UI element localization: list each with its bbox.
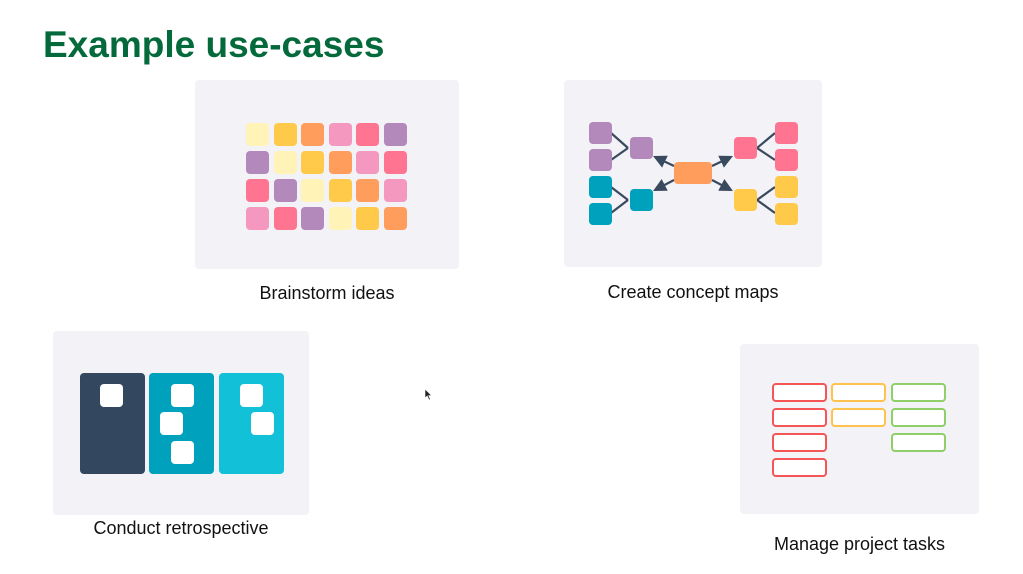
- retro-note: [160, 412, 183, 435]
- sticky-note: [301, 207, 324, 230]
- sticky-note: [301, 151, 324, 174]
- concept-node: [775, 176, 798, 198]
- slide-title: Example use-cases: [43, 24, 385, 65]
- concept-node: [589, 122, 612, 144]
- task-card: [772, 433, 827, 452]
- task-card: [772, 383, 827, 402]
- sticky-note: [328, 207, 352, 230]
- retro-note: [240, 384, 263, 407]
- connector-line: [756, 132, 776, 149]
- connector-line: [610, 132, 629, 149]
- connector-line: [610, 147, 629, 161]
- arrow-connector: [711, 155, 733, 168]
- brainstorm-card: [195, 80, 459, 269]
- task-card: [891, 383, 946, 402]
- concept-node: [630, 137, 653, 159]
- task-card: [831, 383, 886, 402]
- concept-node: [734, 189, 757, 211]
- sticky-note: [246, 123, 269, 146]
- sticky-note: [356, 207, 379, 230]
- sticky-note: [383, 179, 407, 202]
- concept-node: [775, 203, 798, 225]
- sticky-note: [328, 123, 352, 146]
- concept-node: [775, 122, 798, 144]
- connector-line: [610, 199, 629, 214]
- sticky-note: [383, 207, 407, 230]
- concept-node: [589, 203, 612, 225]
- sticky-note: [301, 179, 324, 202]
- concept-node: [734, 137, 757, 159]
- connector-line: [610, 186, 629, 201]
- sticky-note: [383, 123, 407, 146]
- sticky-note: [383, 151, 407, 174]
- task-card: [772, 458, 827, 477]
- project-tasks-caption: Manage project tasks: [773, 534, 946, 554]
- brainstorm-caption: Brainstorm ideas: [259, 283, 395, 303]
- connector-line: [756, 199, 776, 214]
- sticky-note: [273, 179, 297, 202]
- sticky-note: [246, 179, 269, 202]
- connector-line: [756, 147, 776, 161]
- sticky-note: [328, 151, 352, 174]
- arrow-connector: [653, 155, 675, 168]
- task-card: [831, 408, 886, 427]
- retro-note: [100, 384, 123, 407]
- concept-node: [589, 176, 612, 198]
- arrow-connector: [653, 179, 675, 192]
- concept-node: [775, 149, 798, 171]
- concept-node: [589, 149, 612, 171]
- concept-map-caption: Create concept maps: [607, 282, 779, 302]
- retro-note: [171, 441, 194, 464]
- sticky-note: [273, 123, 297, 146]
- concept-node: [630, 189, 653, 211]
- task-card: [772, 408, 827, 427]
- sticky-note: [356, 179, 379, 202]
- sticky-note: [328, 179, 352, 202]
- retro-note: [171, 384, 194, 407]
- sticky-note: [273, 207, 297, 230]
- retro-note: [251, 412, 274, 435]
- central-concept-node: [674, 162, 712, 184]
- sticky-note: [273, 151, 297, 174]
- project-tasks-card: [740, 344, 979, 514]
- task-card: [891, 408, 946, 427]
- sticky-note: [356, 123, 379, 146]
- sticky-note: [246, 207, 269, 230]
- sticky-note: [301, 123, 324, 146]
- sticky-note: [246, 151, 269, 174]
- connector-line: [756, 186, 776, 201]
- arrow-connector: [711, 179, 733, 192]
- sticky-note: [356, 151, 379, 174]
- retrospective-caption: Conduct retrospective: [93, 518, 269, 538]
- task-card: [891, 433, 946, 452]
